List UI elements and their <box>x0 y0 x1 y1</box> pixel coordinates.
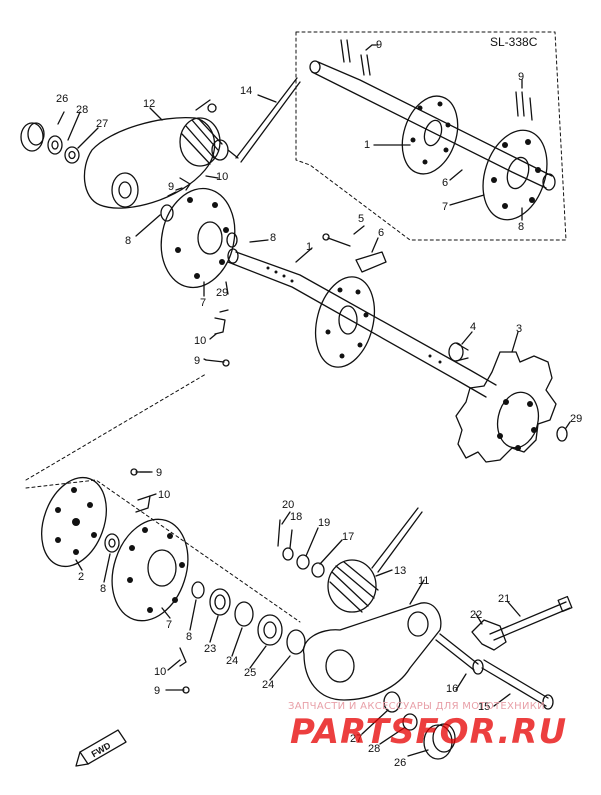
callout: 13 <box>394 565 406 577</box>
callout: 16 <box>446 683 458 695</box>
callout: 10 <box>194 335 206 347</box>
callout: 19 <box>318 517 330 529</box>
callout: 8 <box>100 583 106 595</box>
inset-drive-shaft <box>309 39 556 221</box>
callout: 14 <box>240 85 252 97</box>
callout: 27 <box>350 733 362 745</box>
callout: 6 <box>442 177 448 189</box>
callout: 24 <box>262 679 274 691</box>
callout: 28 <box>76 104 88 116</box>
dashed-separator <box>25 373 207 481</box>
callout: 9 <box>376 39 382 51</box>
callout: 1 <box>364 139 370 151</box>
callout: 8 <box>270 232 276 244</box>
callout: 9 <box>168 181 174 193</box>
callout: 29 <box>570 413 582 425</box>
fwd-arrow-icon <box>75 729 127 767</box>
callout: 22 <box>470 609 482 621</box>
chaincase-assembly <box>20 77 301 367</box>
callout: 2 <box>78 571 84 583</box>
callout: 25 <box>244 667 256 679</box>
callout: 7 <box>200 297 206 309</box>
callout: 6 <box>378 227 384 239</box>
diagram-code: SL-338C <box>490 35 538 49</box>
callout: 9 <box>194 355 200 367</box>
callout: 27 <box>96 118 108 130</box>
callout: 23 <box>204 643 216 655</box>
inset-frame <box>295 31 567 241</box>
callout: 10 <box>154 666 166 678</box>
callout: 24 <box>226 655 238 667</box>
main-drive-shaft <box>227 225 571 463</box>
callout: 7 <box>166 619 172 631</box>
callout: 5 <box>358 213 364 225</box>
lower-assembly <box>41 468 573 760</box>
callout: 10 <box>216 171 228 183</box>
callout: 9 <box>156 467 162 479</box>
callout: 17 <box>342 531 354 543</box>
watermark-site: PARTSFOR.RU <box>290 712 568 752</box>
callout: 1 <box>306 241 312 253</box>
callout: 9 <box>518 71 524 83</box>
callout: 8 <box>186 631 192 643</box>
callout: 20 <box>282 499 294 511</box>
callout: 21 <box>498 593 510 605</box>
callout: 11 <box>418 575 429 587</box>
callout: 29 <box>216 287 228 299</box>
callout: 15 <box>478 701 490 713</box>
callout: 8 <box>518 221 524 233</box>
callout: 18 <box>290 511 302 523</box>
callout: 26 <box>394 757 406 769</box>
callout: 28 <box>368 743 380 755</box>
callout: 12 <box>143 98 155 110</box>
callout: 26 <box>56 93 68 105</box>
callout: 7 <box>442 201 448 213</box>
callout: 4 <box>470 321 476 333</box>
watermark-caption: ЗАПЧАСТИ И АКСЕССУАРЫ ДЛЯ МОТОТЕХНИКИ <box>288 701 545 712</box>
callout: 8 <box>125 235 131 247</box>
callout: 10 <box>158 489 170 501</box>
callout: 3 <box>516 323 522 335</box>
callout: 9 <box>154 685 160 697</box>
